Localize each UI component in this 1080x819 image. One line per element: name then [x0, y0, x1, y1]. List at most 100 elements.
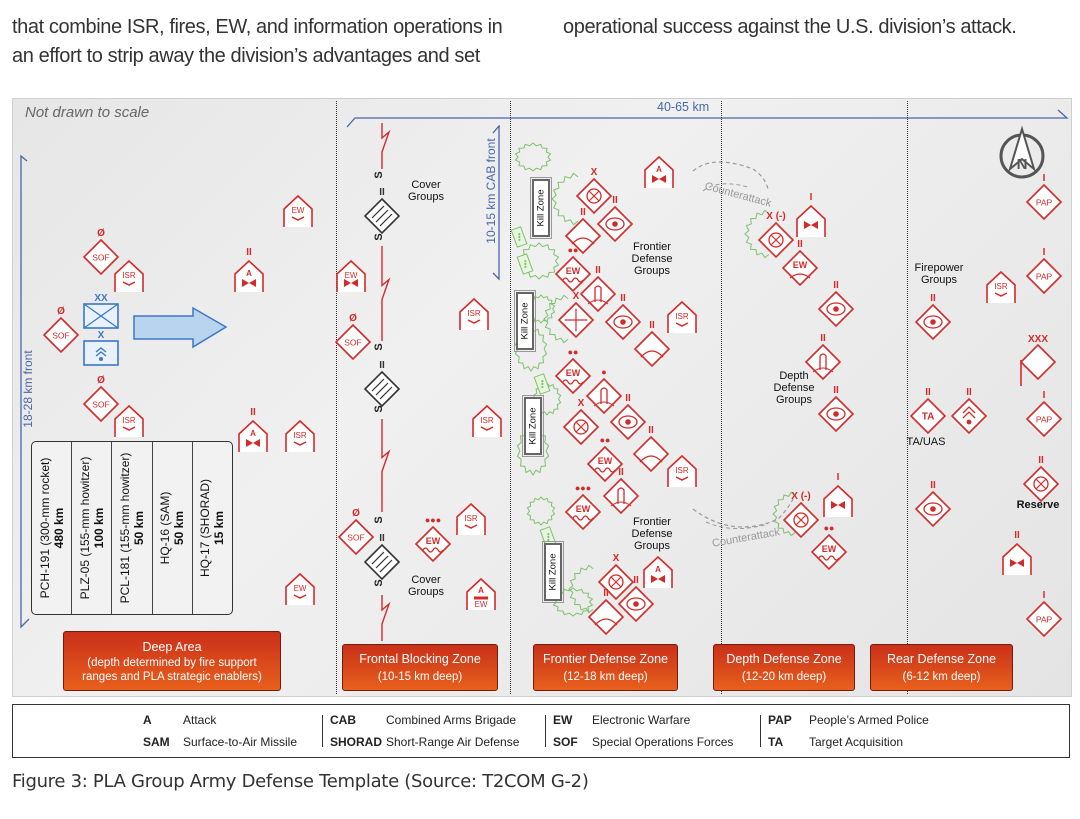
svg-text:EW: EW — [475, 600, 488, 609]
zone-banner-frontal-blocking: Frontal Blocking Zone (10-15 km deep) — [342, 644, 498, 691]
zone-sub: (6-12 km deep) — [902, 670, 981, 683]
svg-text:II: II — [1038, 455, 1044, 466]
svg-text:II: II — [246, 247, 252, 258]
legend-abbr: CAB — [330, 713, 356, 727]
svg-text:II: II — [603, 588, 609, 599]
kill-zone: Kill Zone — [530, 177, 552, 239]
legend-abbr: EW — [553, 713, 573, 727]
group-army-hq-icon: XXX — [1019, 334, 1057, 386]
svg-text:ISR: ISR — [467, 309, 481, 318]
attack-unit-icon: A — [644, 155, 674, 188]
mechanized-unit-icon: X — [575, 167, 613, 215]
svg-text:II: II — [379, 187, 385, 198]
uas-unit-icon: II — [950, 387, 988, 435]
svg-text:II: II — [250, 407, 256, 418]
recon-unit-icon: II — [596, 195, 634, 243]
svg-text:S: S — [373, 233, 385, 240]
svg-text:II: II — [625, 393, 631, 404]
cab-front-label: 10-15 km CAB front — [484, 138, 498, 244]
svg-text:Ø: Ø — [352, 508, 360, 519]
weapon-range: 50 km — [132, 510, 146, 546]
svg-text:A: A — [478, 586, 484, 595]
group-label-ta-uas: TA/UAS — [906, 436, 946, 448]
svg-text:II: II — [379, 533, 385, 544]
svg-text:X: X — [578, 398, 585, 409]
weapon-range: 480 km — [51, 507, 66, 549]
svg-text:II: II — [648, 425, 654, 436]
ew-jamming-unit-icon: EW●●● — [414, 515, 452, 563]
zone-sub: (12-20 km deep) — [741, 670, 827, 683]
svg-text:SOF: SOF — [92, 253, 109, 263]
attack-unit-icon: AII — [234, 247, 264, 292]
svg-text:SOF: SOF — [344, 338, 361, 348]
friendly-brigade-icon: X — [83, 330, 119, 366]
svg-text:EW: EW — [426, 536, 441, 546]
svg-text:A: A — [656, 165, 662, 174]
svg-text:X: X — [591, 167, 598, 178]
screen-unit-icon: II — [363, 360, 401, 408]
legend-definition: Short-Range Air Defense — [386, 735, 520, 749]
legend-abbr: A — [143, 713, 152, 727]
zone-divider — [721, 101, 722, 694]
svg-text:•••: ••• — [544, 533, 553, 542]
mechanized-unit-icon: X — [562, 398, 600, 446]
isr-unit-icon: ISR — [285, 419, 315, 452]
ew-unit-icon: EW — [285, 572, 315, 605]
attack-ew-unit-icon: A EW — [466, 577, 496, 610]
weapon-column: PCL-181 (155-mm howitzer)50 km — [112, 442, 153, 614]
svg-text:EW: EW — [822, 544, 837, 554]
svg-text:EW: EW — [793, 260, 808, 270]
isr-unit-icon: ISR — [667, 454, 697, 487]
svg-text:X (-): X (-) — [791, 491, 810, 502]
group-label-cover1: Cover Groups — [407, 179, 445, 203]
isr-unit-icon: ISR — [114, 404, 144, 437]
svg-text:●●: ●● — [824, 523, 835, 533]
recon-unit-icon: II — [817, 280, 855, 328]
group-label-cover2: Cover Groups — [407, 574, 445, 598]
svg-text:A: A — [655, 565, 661, 574]
friendly-division-icon: XX — [83, 293, 119, 329]
isr-unit-icon: ISR — [472, 404, 502, 437]
legend-definition: Target Acquisition — [809, 735, 904, 749]
isr-unit-icon: ISR — [986, 270, 1016, 303]
svg-text:I: I — [1043, 590, 1046, 601]
svg-text:X: X — [613, 553, 620, 564]
ew-jamming-unit-icon: EW●● — [586, 435, 624, 483]
svg-text:S: S — [373, 516, 385, 523]
svg-text:EW: EW — [292, 206, 305, 215]
svg-text:ISR: ISR — [464, 514, 478, 523]
isr-unit-icon: ISR — [114, 259, 144, 292]
zone-title: Frontier Defense Zone — [542, 651, 669, 666]
svg-text:PAP: PAP — [1036, 615, 1053, 625]
legend-definition: People’s Armed Police — [809, 713, 929, 727]
ew-jamming-unit-icon: EW●● — [554, 245, 592, 293]
zone-sub: (12-18 km deep) — [563, 670, 648, 683]
svg-text:II: II — [930, 293, 936, 304]
zone-title: Frontal Blocking Zone — [359, 651, 481, 666]
legend-abbr: TA — [768, 735, 784, 749]
ew-jamming-unit-icon: EW●●● — [564, 483, 602, 531]
svg-text:ISR: ISR — [994, 282, 1008, 291]
attack-helicopter-unit-icon: I — [823, 472, 853, 517]
intro-left-text: that combine ISR, fires, EW, and informa… — [12, 13, 503, 71]
zone-title: Rear Defense Zone — [886, 651, 997, 666]
svg-text:A: A — [250, 429, 256, 438]
recon-unit-icon: II — [817, 385, 855, 433]
svg-text:●●●: ●●● — [575, 483, 591, 493]
isr-unit-icon: ISR — [456, 502, 486, 535]
pap-unit-icon: PAP I — [1025, 590, 1063, 638]
legend-abbr: SOF — [553, 735, 578, 749]
svg-text:XXX: XXX — [1028, 334, 1048, 345]
svg-text:II: II — [595, 265, 601, 276]
svg-text:PAP: PAP — [1036, 272, 1053, 282]
svg-text:ISR: ISR — [293, 431, 307, 440]
svg-text:EW: EW — [294, 584, 307, 593]
zone-sub: (depth determined by fire support — [87, 657, 257, 669]
